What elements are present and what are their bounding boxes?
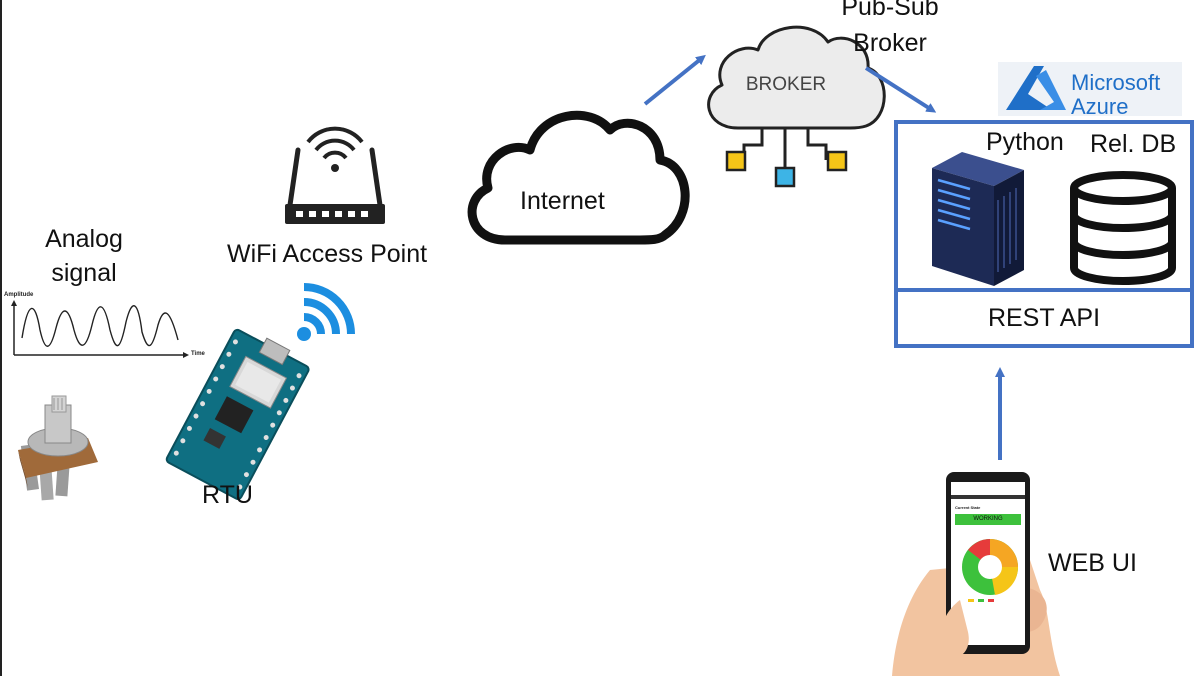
web-ui-label: WEB UI <box>1048 549 1137 577</box>
left-border <box>0 0 2 676</box>
rel-db-label: Rel. DB <box>1090 130 1177 158</box>
potentiometer-icon <box>18 395 98 501</box>
cloud-service-box <box>894 120 1194 348</box>
broker-cloud-label: BROKER <box>745 74 827 95</box>
internet-label: Internet <box>520 187 605 215</box>
azure-logo-icon <box>998 62 1182 116</box>
rtu-board-icon <box>165 328 310 500</box>
analog-signal-chart <box>11 300 189 358</box>
wifi-access-point-label: WiFi Access Point <box>227 240 428 268</box>
phone-icon <box>892 472 1060 676</box>
wifi-signal-icon <box>297 283 355 341</box>
analog-signal-label-line1: Analog <box>45 225 123 253</box>
chart-x-axis-label: Time <box>191 351 205 357</box>
database-icon <box>1070 171 1176 285</box>
python-label: Python <box>986 128 1064 156</box>
broker-cloud-icon <box>707 25 886 188</box>
rtu-label: RTU <box>202 481 253 509</box>
analog-signal-label-line2: signal <box>51 259 117 287</box>
server-icon <box>932 152 1024 286</box>
broker-title-line2: Broker <box>853 29 927 57</box>
broker-title-line1: Pub-Sub <box>841 0 939 21</box>
azure-logo-text-line2: Azure <box>1071 94 1129 119</box>
chart-y-axis-label: Amplitude <box>4 292 34 298</box>
azure-logo-text-line1: Microsoft <box>1071 70 1161 95</box>
phone-screen-header: Current State <box>955 505 981 510</box>
phone-status-label: WORKING <box>973 516 1003 522</box>
internet-cloud-icon <box>467 110 690 245</box>
waveform-line <box>21 305 179 347</box>
rest-api-label: REST API <box>987 304 1101 332</box>
arrow-internet-to-broker <box>643 54 706 106</box>
arrow-broker-to-cloud-service <box>864 66 937 113</box>
router-icon <box>285 126 385 224</box>
